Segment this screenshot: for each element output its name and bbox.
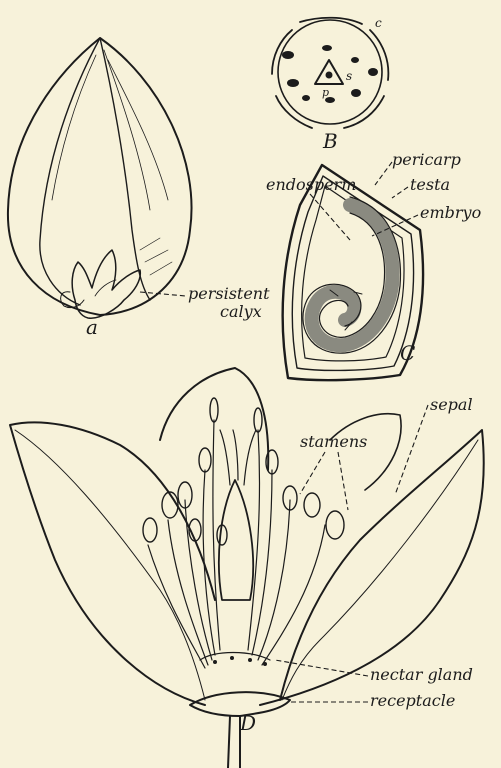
nectar-gland-label: nectar gland [370,665,473,684]
panel-d-labels: stamens sepal nectar gland receptacle [275,395,473,710]
panel-c-seed-section: C [283,165,423,380]
receptacle-label: receptacle [370,691,455,710]
embryo-label: embryo [420,203,481,222]
persistent-label-line1: persistent [188,284,270,303]
panel-b-p-label: p [322,86,329,99]
panel-b-s-label: s [346,69,352,83]
stamens-label: stamens [300,432,367,451]
persistent-calyx-label: persistent calyx [140,284,270,321]
calyx-label-line2: calyx [220,302,262,321]
panel-b-c-label: c [375,16,382,30]
endosperm-label: endosperm [266,175,356,194]
sepal-label: sepal [430,395,473,414]
panel-d-letter: D [239,711,256,735]
pericarp-label: pericarp [392,150,461,169]
panel-c-letter: C [400,341,415,365]
panel-b-floral-diagram: c s p B [272,16,388,153]
panel-b-letter: B [322,129,338,153]
panel-a-letter: a [86,315,98,339]
testa-label: testa [410,175,450,194]
